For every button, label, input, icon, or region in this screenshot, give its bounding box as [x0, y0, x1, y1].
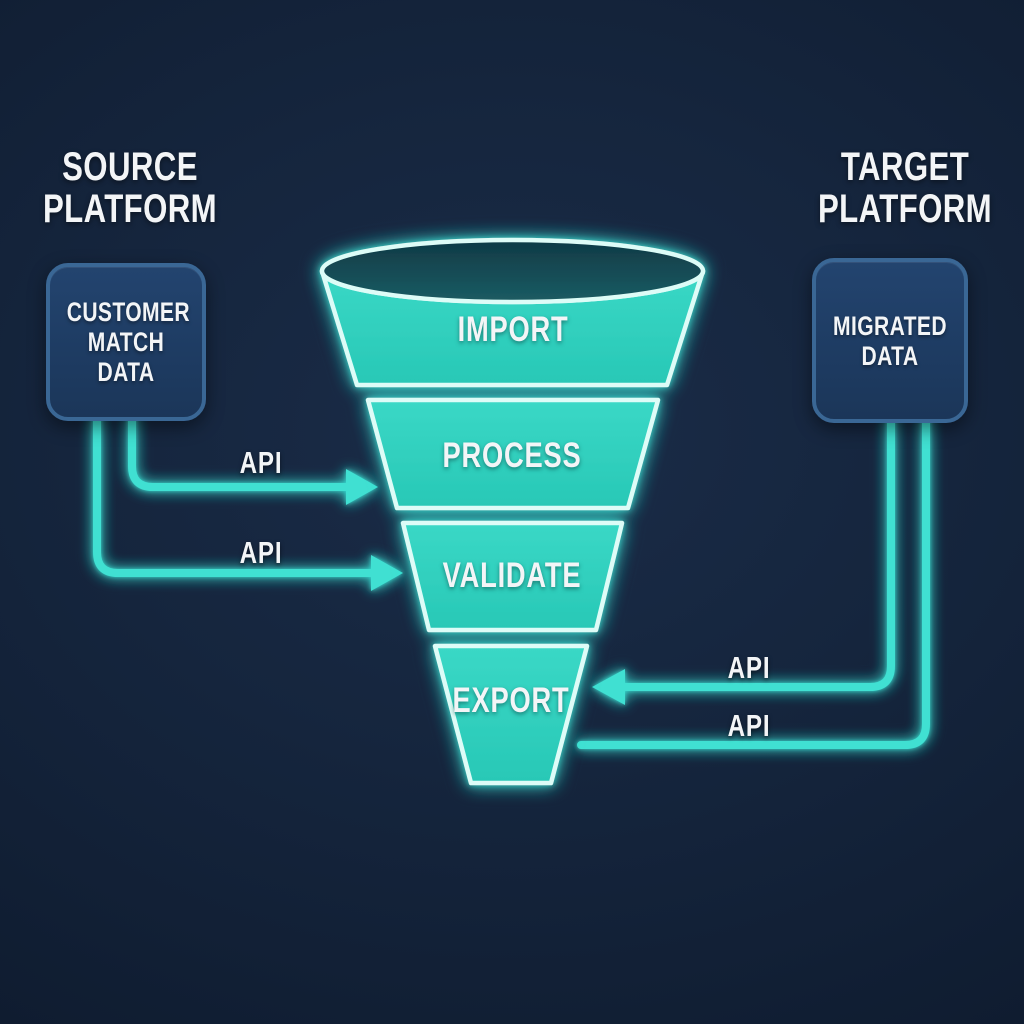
source-data-box: CUSTOMER MATCH DATA — [46, 263, 206, 421]
connector-source-to-process-line — [128, 412, 354, 491]
connector-source-to-validate-line — [93, 412, 378, 577]
funnel-stage-export-shape — [432, 643, 590, 786]
connector-lines — [93, 412, 930, 749]
api-label-source-process: API — [239, 445, 283, 480]
api-label-export-target: API — [727, 708, 771, 743]
connector-export-to-target-line — [577, 414, 930, 749]
source-platform-title-line1: SOURCE — [62, 145, 198, 189]
target-box-line2: DATA — [861, 340, 919, 371]
source-box-line1: CUSTOMER — [66, 297, 190, 327]
funnel-stage-export-label: EXPORT — [452, 681, 570, 720]
funnel — [319, 237, 706, 786]
target-box-line1: MIGRATED — [833, 310, 947, 341]
arrowhead-into-export — [592, 669, 625, 705]
target-platform-title-line2: PLATFORM — [817, 187, 993, 231]
funnel-stage-validate-shape — [400, 520, 625, 633]
target-platform-title: TARGET PLATFORM — [790, 146, 1020, 230]
target-data-box: MIGRATED DATA — [812, 258, 968, 423]
target-platform-title-line1: TARGET — [840, 145, 970, 189]
connector-target-to-export-line — [620, 414, 895, 691]
source-box-line2: MATCH — [87, 327, 165, 357]
funnel-stage-import-label: IMPORT — [457, 310, 569, 349]
api-label-target-export: API — [727, 650, 771, 685]
target-data-box-label: MIGRATED DATA — [816, 311, 964, 371]
source-platform-title-line2: PLATFORM — [42, 187, 218, 231]
source-platform-title: SOURCE PLATFORM — [15, 146, 245, 230]
source-data-box-label: CUSTOMER MATCH DATA — [50, 297, 202, 387]
funnel-stage-process-shape — [365, 397, 661, 511]
arrowhead-into-process — [346, 469, 378, 505]
funnel-stage-validate-label: VALIDATE — [442, 556, 582, 595]
arrowhead-into-validate — [371, 555, 403, 591]
source-box-line3: DATA — [97, 357, 155, 387]
funnel-rim — [319, 237, 706, 305]
api-label-source-validate: API — [239, 535, 283, 570]
funnel-stage-process-label: PROCESS — [442, 436, 582, 475]
